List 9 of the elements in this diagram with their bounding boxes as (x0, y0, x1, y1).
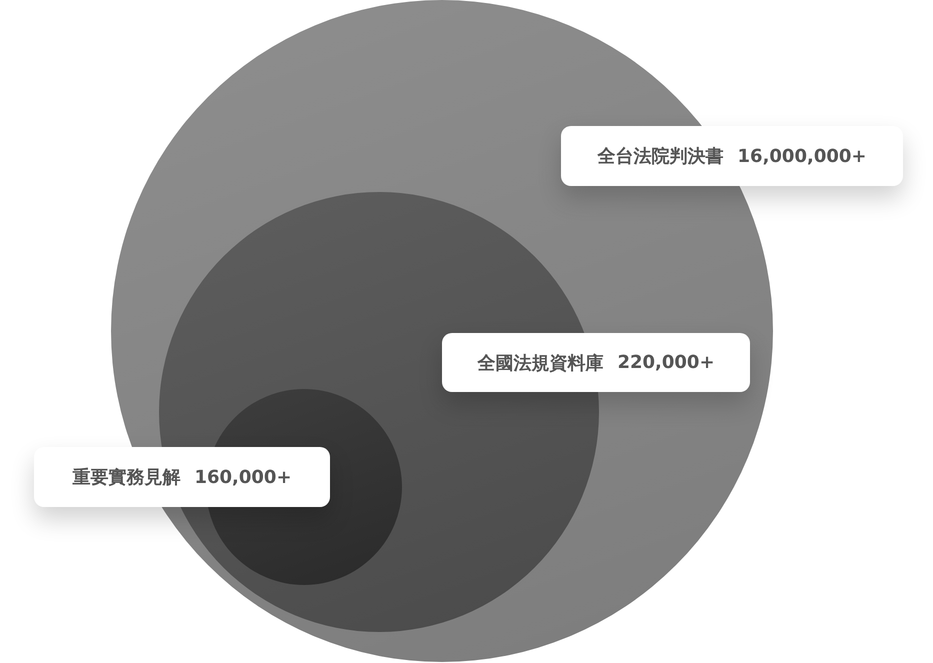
count-label: 220,000+ (617, 352, 715, 373)
label-card (442, 333, 750, 392)
label-card (561, 126, 903, 186)
label-card (34, 447, 330, 507)
count-label: 160,000+ (194, 466, 292, 488)
category-label: 全國法規資料庫 (477, 352, 604, 374)
category-label: 全台法院判決書 (598, 145, 724, 168)
count-label: 16,000,000+ (738, 146, 866, 166)
category-label: 重要實務見解 (72, 466, 180, 489)
